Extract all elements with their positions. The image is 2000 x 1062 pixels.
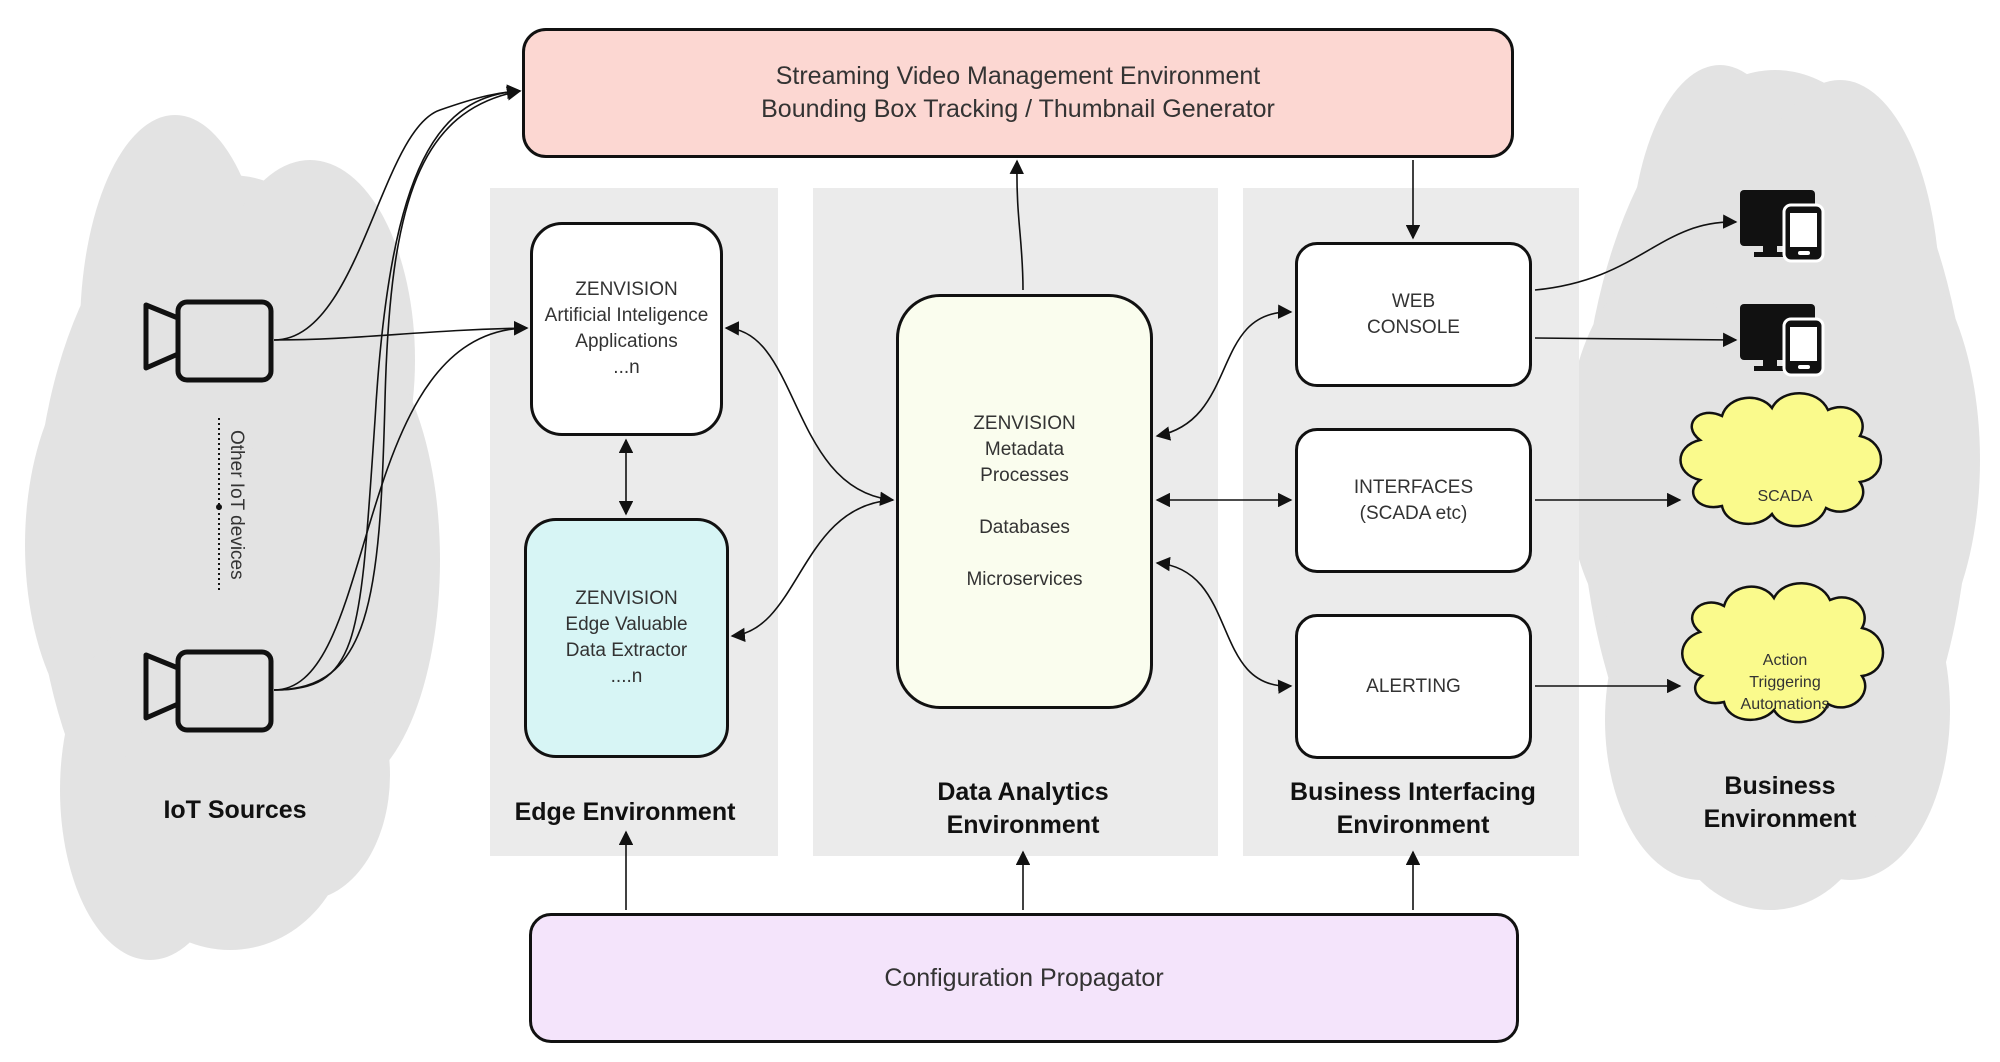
streaming-video-management-box: Streaming Video Management Environment B… [522,28,1514,158]
metadata-line-5: Microservices [966,568,1083,590]
arrow-camera2-to-ai [273,320,529,691]
edge-data-extractor-box: ZENVISION Edge Valuable Data Extractor .… [524,518,729,758]
business-interfacing-environment-label: Business Interfacing Environment [1263,776,1563,842]
action-triggering-cloud [1681,582,1885,724]
metadata-line-3: Processes [980,464,1069,486]
business-environment-label: Business Environment [1660,770,1900,836]
arrow-edge-metadata [730,499,894,643]
ai-line-1: ZENVISION [575,279,678,300]
web-console-line-1: WEB [1391,290,1436,312]
configuration-propagator-label: Configuration Propagator [884,963,1164,992]
data-analytics-line-2: Environment [946,811,1100,839]
iot-sources-text: IoT Sources [163,796,307,824]
interfaces-line-1: INTERFACES [1353,476,1474,498]
ai-line-4: ...n [613,357,640,378]
arrow-metadata-to-streaming [1009,159,1024,291]
edge-line-4: ....n [610,666,643,687]
metadata-processes-box: ZENVISION Metadata Processes Databases M… [896,294,1153,709]
streaming-line-1: Streaming Video Management Environment [775,62,1261,90]
business-interfacing-line-1: Business Interfacing [1290,778,1536,806]
arrow-metadata-alerting [1155,556,1293,694]
ai-applications-box: ZENVISION Artificial Inteligence Applica… [530,222,723,436]
metadata-line-2: Metadata [984,438,1065,460]
data-analytics-environment-label: Data Analytics Environment [873,776,1173,842]
arrow-camera1-to-streaming [273,84,522,341]
web-console-box: WEB CONSOLE [1295,242,1532,387]
data-analytics-line-1: Data Analytics [937,778,1109,806]
web-console-line-2: CONSOLE [1367,316,1460,338]
action-line-3: Automations [1740,696,1830,713]
action-line-1: Action [1762,652,1808,669]
arrow-web-console-to-device-1 [1534,214,1738,291]
arrow-metadata-web-console [1155,304,1293,441]
action-line-2: Triggering [1749,674,1821,691]
interfaces-box: INTERFACES (SCADA etc) [1295,428,1532,573]
arrow-camera1-to-ai [273,321,529,341]
video-camera-icon [143,299,274,383]
ai-line-3: Applications [575,331,678,352]
edge-environment-label: Edge Environment [490,796,760,829]
other-iot-devices-label: Other IoT devices [226,430,247,580]
configuration-propagator-box: Configuration Propagator [529,913,1519,1043]
business-interfacing-line-2: Environment [1336,811,1490,839]
interfaces-line-2: (SCADA etc) [1359,502,1468,524]
ai-line-2: Artificial Inteligence [544,305,709,326]
other-devices-dot [216,504,222,510]
video-camera-icon [143,649,274,733]
arrow-camera2-to-streaming-b [273,84,522,691]
desktop-and-mobile-icon [1740,304,1825,377]
scada-label: SCADA [1757,488,1813,505]
metadata-line-1: ZENVISION [973,412,1076,434]
edge-line-1: ZENVISION [575,588,678,609]
edge-line-3: Data Extractor [565,640,688,661]
business-line-1: Business [1724,772,1836,800]
arrow-ai-metadata [724,321,895,506]
action-cloud-label: Action Triggering Automations [1700,650,1870,716]
metadata-line-4: Databases [979,516,1070,538]
alerting-line-1: ALERTING [1366,675,1461,697]
desktop-and-mobile-icon [1740,190,1825,263]
alerting-box: ALERTING [1295,614,1532,759]
iot-sources-cloud [25,115,440,960]
edge-line-2: Edge Valuable [565,614,688,635]
iot-sources-label: IoT Sources [110,794,360,827]
arrow-web-console-to-device-2 [1534,332,1738,348]
scada-cloud-label: SCADA [1700,486,1870,508]
streaming-line-2: Bounding Box Tracking / Thumbnail Genera… [761,95,1275,123]
business-line-2: Environment [1703,805,1857,833]
scada-cloud [1679,392,1883,528]
edge-environment-text: Edge Environment [514,798,736,826]
arrow-camera2-to-streaming [273,86,522,691]
